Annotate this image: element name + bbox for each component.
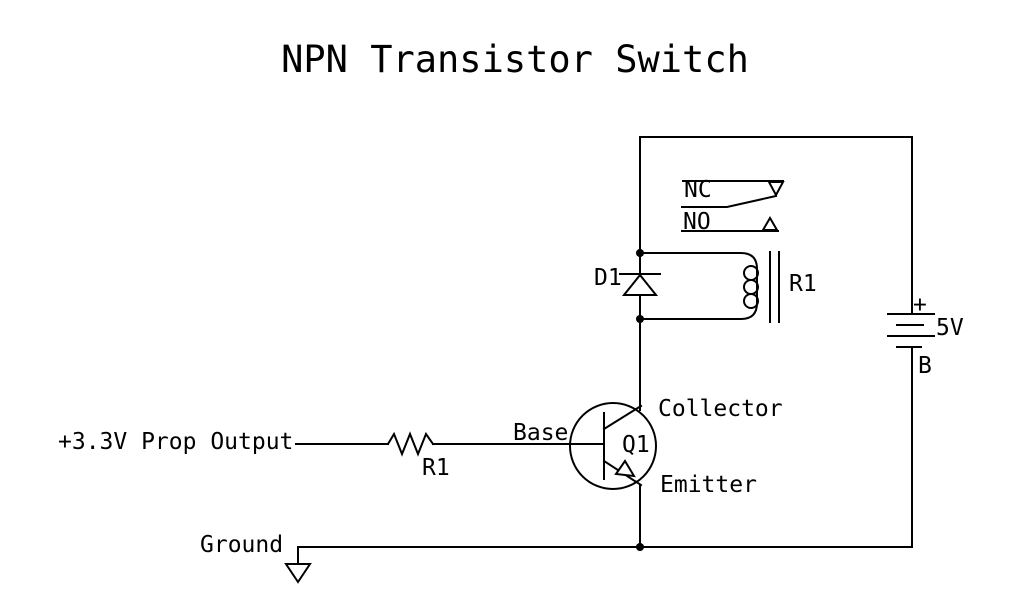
junction-dot-emitter-ground (636, 543, 644, 551)
emitter-label: Emitter (660, 472, 757, 498)
battery-plus-sign: + (913, 292, 927, 318)
battery-designator-label: B (918, 353, 932, 379)
junction-group (636, 249, 644, 551)
no-contact-label: NO (683, 209, 711, 235)
coil-turn-3 (743, 293, 759, 309)
battery-voltage-label: 5V (936, 315, 964, 341)
schematic-title: NPN Transistor Switch (281, 38, 749, 81)
junction-dot-diode-bottom (636, 315, 644, 323)
no-contact-arrow-icon (761, 216, 779, 231)
relay-armature-line (681, 194, 778, 208)
ground-symbol-icon (284, 563, 312, 584)
relay-coil-label: R1 (789, 271, 817, 297)
input-label: +3.3V Prop Output (58, 429, 293, 455)
junction-dot-diode-top (636, 249, 644, 257)
collector-label: Collector (658, 396, 783, 422)
resistor-label: R1 (422, 455, 450, 481)
emitter-arrow-icon (614, 459, 636, 478)
ground-label: Ground (200, 532, 283, 558)
battery-symbol (887, 313, 935, 348)
open-shape-group (284, 181, 785, 584)
nc-contact-arrow-icon (767, 181, 785, 198)
diode-label: D1 (594, 265, 622, 291)
resistor-symbol (386, 431, 435, 457)
label-group: NPN Transistor Switch NC NO D1 R1 + 5V B… (58, 38, 964, 558)
transistor-collector-lead (602, 404, 643, 431)
base-label: Base (513, 420, 568, 446)
transistor-label: Q1 (622, 432, 650, 458)
relay-coil-symbol (639, 251, 780, 323)
wire-group (295, 136, 935, 565)
transistor-circle (569, 402, 657, 490)
diode-triangle-icon (621, 273, 659, 296)
nc-contact-label: NC (684, 177, 712, 203)
